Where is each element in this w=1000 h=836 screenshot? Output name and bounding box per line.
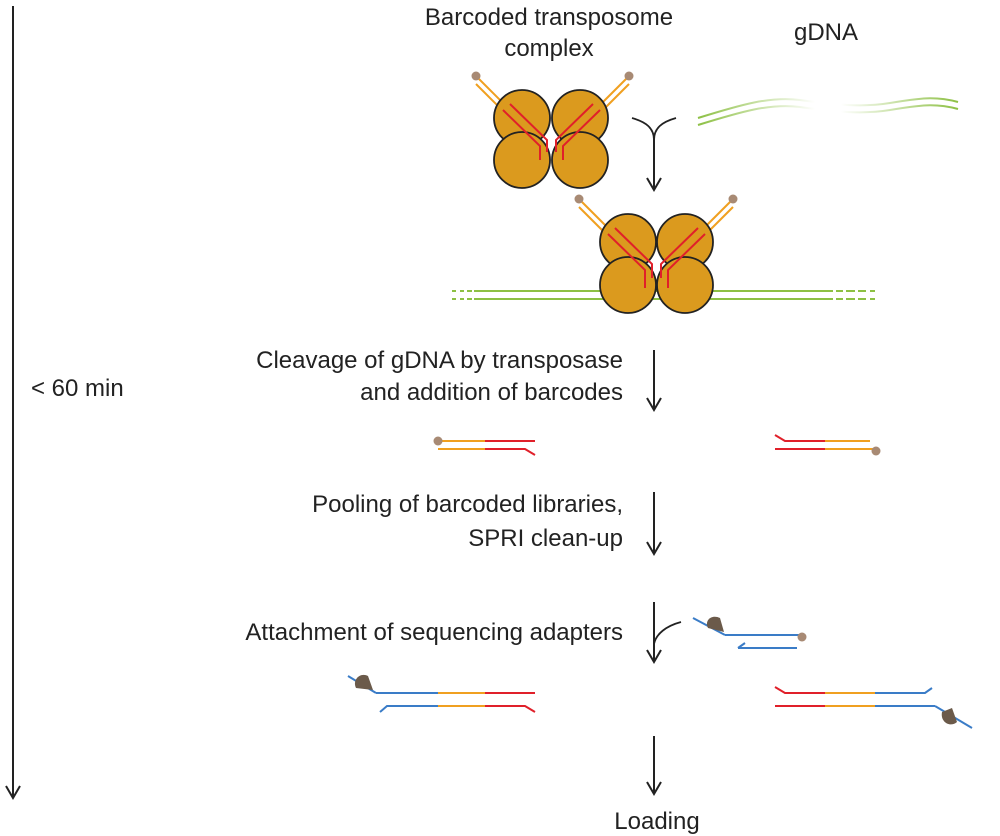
motor-protein-icon xyxy=(706,616,724,632)
motor-protein-right-icon xyxy=(941,708,957,725)
step1-label-line2: and addition of barcodes xyxy=(360,379,623,406)
motor-protein-left-icon xyxy=(354,674,373,690)
sequencing-adapter xyxy=(692,616,807,649)
loading-arrow xyxy=(646,736,662,796)
step2-label-line1: Pooling of barcoded libraries, xyxy=(312,491,623,518)
time-label: < 60 min xyxy=(31,375,124,402)
transposome-bound-gdna xyxy=(446,194,875,314)
step3-label: Attachment of sequencing adapters xyxy=(245,619,623,646)
gdna-strand xyxy=(697,97,959,126)
step3-arrow xyxy=(646,602,682,664)
transposome-label-line2: complex xyxy=(504,35,593,62)
step1-label-line1: Cleavage of gDNA by transposase xyxy=(256,347,623,374)
barcode-bead-left xyxy=(471,71,481,81)
barcode-bead-right xyxy=(624,71,634,81)
merge-arrow xyxy=(631,117,677,192)
loading-label: Loading xyxy=(614,808,699,835)
final-library xyxy=(347,674,973,729)
step2-label-line2: SPRI clean-up xyxy=(468,525,623,552)
transposome-complex-top xyxy=(471,71,634,189)
step2-arrow xyxy=(646,492,662,556)
gdna-label: gDNA xyxy=(794,19,858,46)
step1-arrow xyxy=(646,350,662,412)
transposome-label-line1: Barcoded transposome xyxy=(425,4,673,31)
tagmented-fragment xyxy=(433,434,881,456)
timeline-arrow xyxy=(5,6,21,800)
